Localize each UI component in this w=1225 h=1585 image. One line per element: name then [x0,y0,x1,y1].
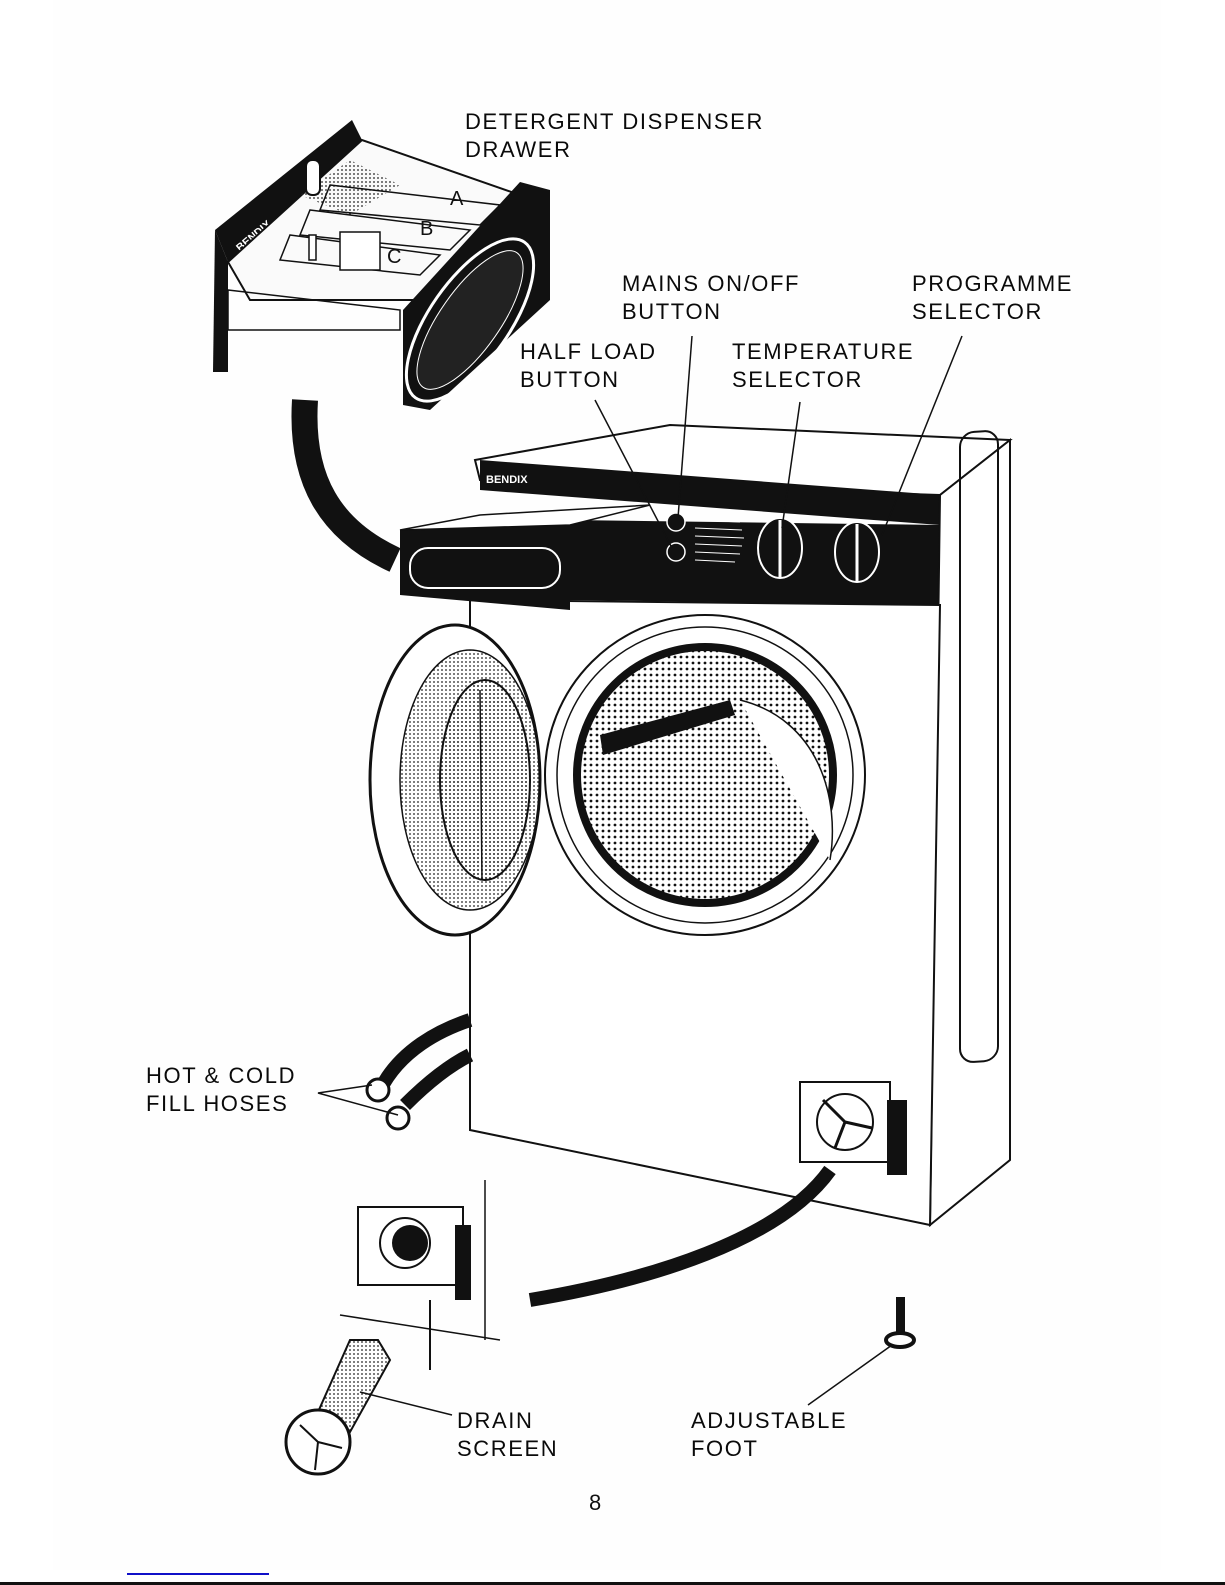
mains-button-label: MAINS ON/OFF BUTTON [622,270,800,326]
half-load-button-illustration [667,543,685,561]
label-line: HALF LOAD [520,338,657,366]
programme-selector-label: PROGRAMME SELECTOR [912,270,1073,326]
machine-body: BENDIX [370,425,1010,1225]
label-line: PROGRAMME [912,270,1073,298]
detergent-drawer-illustration: BENDIX A B C [213,120,557,421]
label-line: HOT & COLD [146,1062,296,1090]
label-line: DETERGENT DISPENSER [465,108,764,136]
half-load-button-label: HALF LOAD BUTTON [520,338,657,394]
machine-brand-logo: BENDIX [486,474,528,486]
compartment-b-label: B [420,218,433,240]
temperature-selector-label: TEMPERATURE SELECTOR [732,338,914,394]
label-line: BUTTON [520,366,657,394]
compartment-a-label: A [450,188,464,210]
detergent-drawer-label: DETERGENT DISPENSER DRAWER [465,108,764,164]
link-underline[interactable] [127,1573,269,1575]
label-line: TEMPERATURE [732,338,914,366]
compartment-c-label: C [387,246,401,268]
fill-hoses-illustration [367,1020,470,1129]
label-line: DRAIN [457,1407,558,1435]
label-line: BUTTON [622,298,800,326]
adjustable-foot-illustration [886,1297,914,1347]
label-line: FOOT [691,1435,847,1463]
label-line: ADJUSTABLE [691,1407,847,1435]
drain-screen-illustration [286,1340,390,1474]
label-line: FILL HOSES [146,1090,296,1118]
label-line: SELECTOR [912,298,1073,326]
page-number: 8 [589,1490,601,1516]
label-line: SELECTOR [732,366,914,394]
mains-button-illustration [667,513,685,531]
drain-screen-label: DRAIN SCREEN [457,1407,558,1463]
fill-hoses-label: HOT & COLD FILL HOSES [146,1062,296,1118]
label-line: MAINS ON/OFF [622,270,800,298]
label-line: DRAWER [465,136,764,164]
label-line: SCREEN [457,1435,558,1463]
adjustable-foot-label: ADJUSTABLE FOOT [691,1407,847,1463]
